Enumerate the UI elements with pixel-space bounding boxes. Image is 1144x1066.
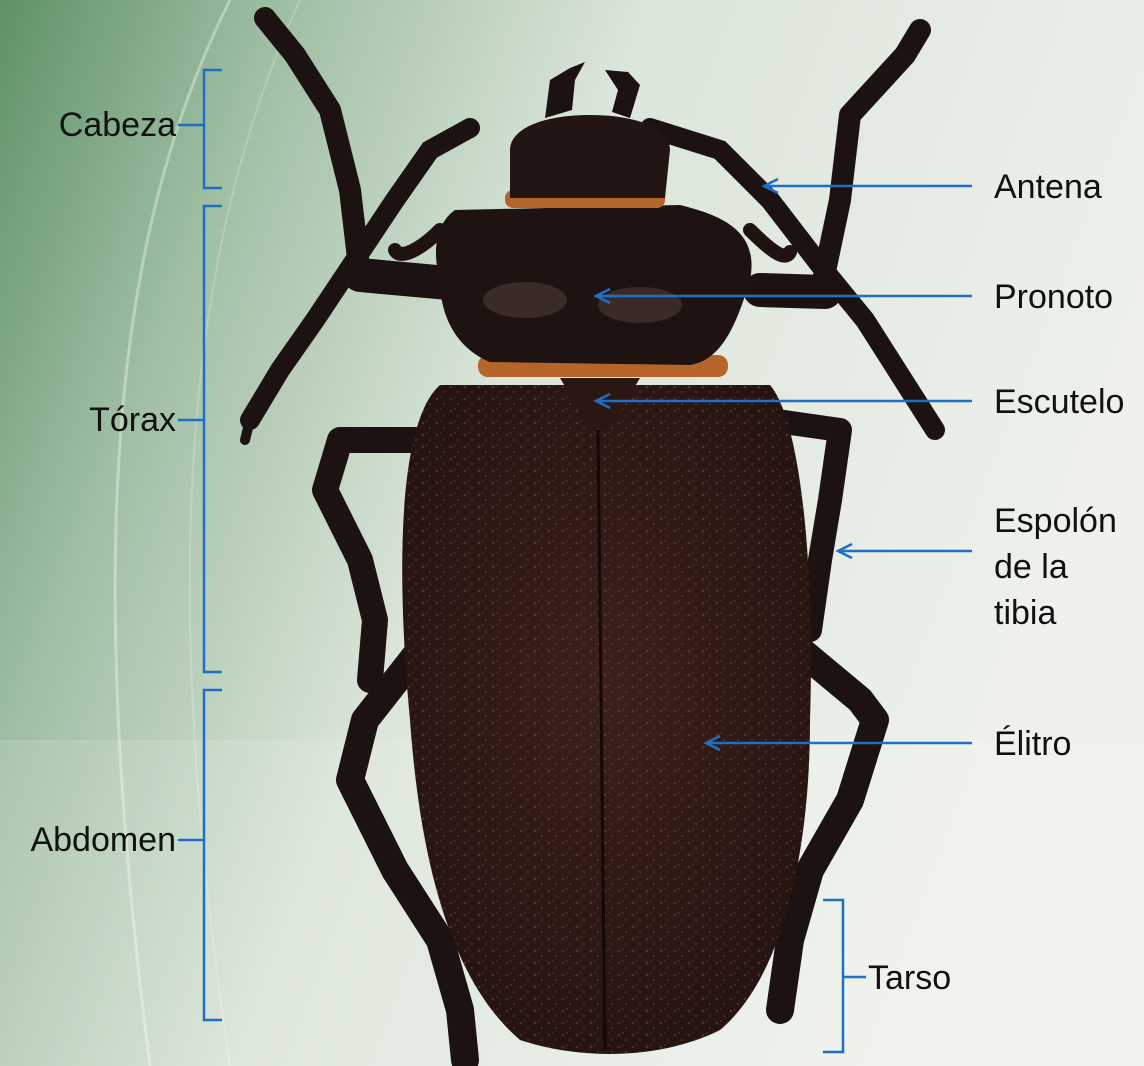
label-tarsus: Tarso bbox=[868, 959, 951, 997]
label-antenna: Antena bbox=[994, 168, 1102, 206]
pronotum bbox=[436, 205, 752, 365]
label-scutellum: Escutelo bbox=[994, 383, 1124, 421]
label-pronotum: Pronoto bbox=[994, 278, 1113, 316]
label-tibial-spur-line-3: tibia bbox=[994, 594, 1056, 632]
label-tibial-spur-line-1: Espolón bbox=[994, 502, 1117, 540]
label-thorax: Tórax bbox=[89, 401, 176, 439]
head bbox=[510, 115, 670, 198]
label-head: Cabeza bbox=[59, 106, 176, 144]
label-elytron: Élitro bbox=[994, 725, 1071, 763]
label-tibial-spur-line-2: de la bbox=[994, 548, 1068, 586]
label-abdomen: Abdomen bbox=[30, 821, 176, 859]
